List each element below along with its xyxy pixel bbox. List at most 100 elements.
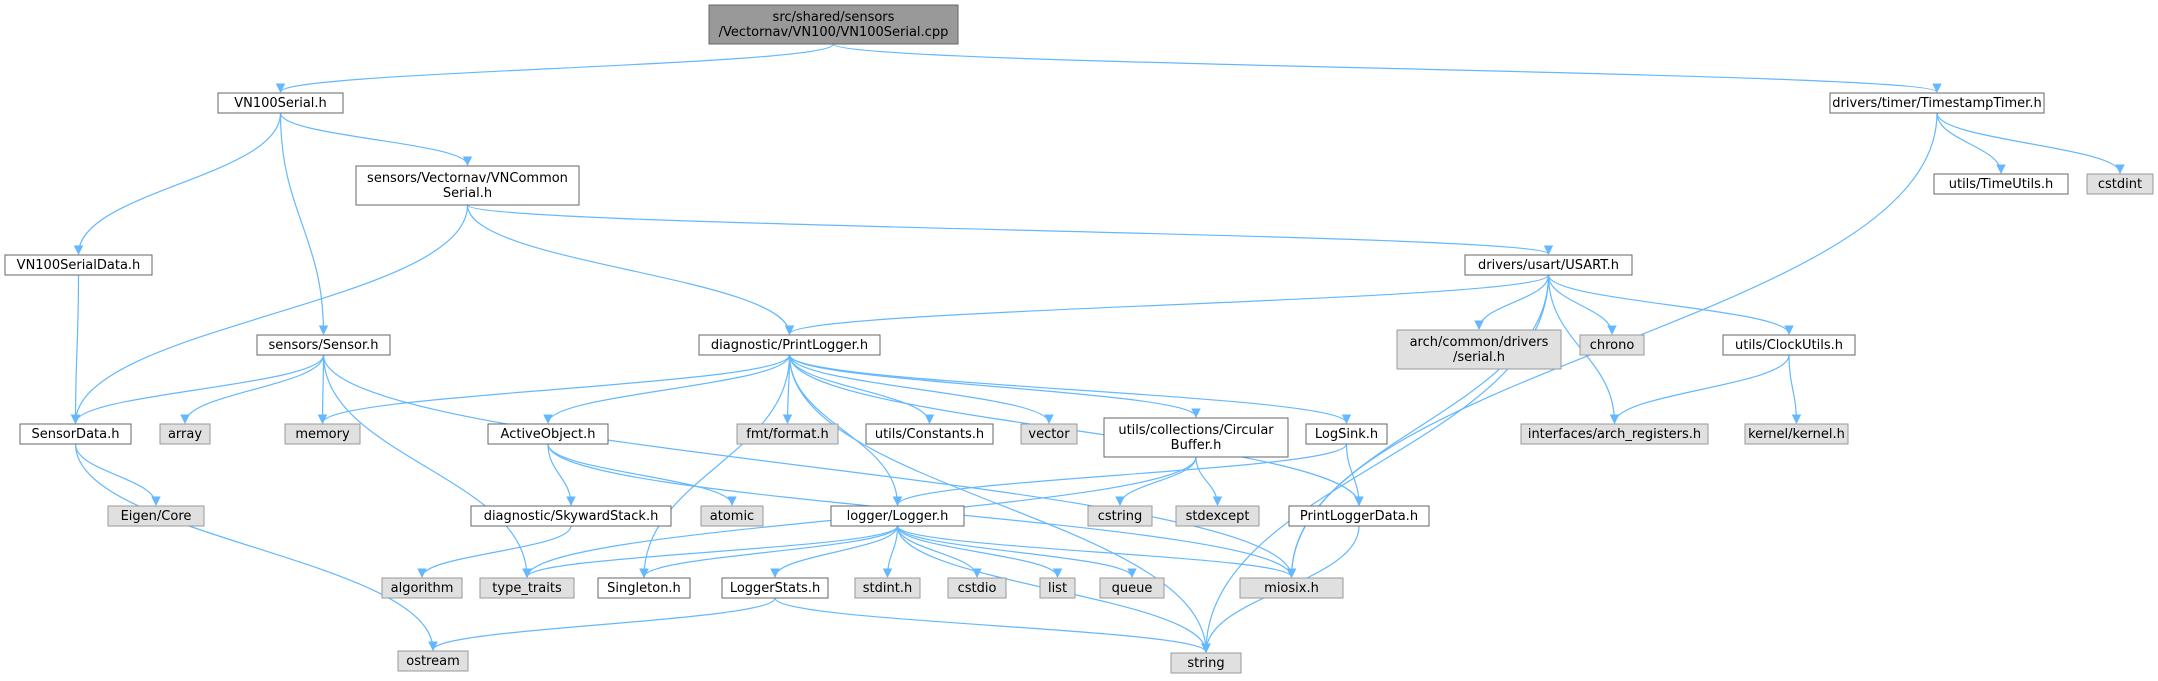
node-root[interactable]: src/shared/sensors/Vectornav/VN100/VN100… (708, 4, 959, 45)
node-box (736, 423, 839, 445)
edge-printlogger_h-to-vector (788, 354, 1054, 424)
node-box (107, 505, 205, 527)
node-ostream: ostream (397, 650, 469, 672)
node-box (1087, 505, 1153, 527)
edge-circularbuffer_h-to-stdexcept (1195, 456, 1223, 506)
node-box (1170, 652, 1242, 674)
node-sensordata-h[interactable]: SensorData.h (19, 423, 132, 445)
node-label: drivers/timer/TimestampTimer.h (1832, 96, 2041, 111)
node-stdexcept: stdexcept (1175, 505, 1260, 527)
node-sensor-h[interactable]: sensors/Sensor.h (256, 334, 391, 356)
node-label: logger/Logger.h (847, 509, 949, 524)
node-vn100serialdata-h[interactable]: VN100SerialData.h (4, 254, 153, 276)
edge-vn100serial_h-to-vn100serialdata_h (73, 112, 282, 255)
node-box (355, 165, 580, 206)
node-printlogger-h[interactable]: diagnostic/PrintLogger.h (698, 334, 881, 356)
node-constants-h[interactable]: utils/Constants.h (865, 423, 994, 445)
node-activeobject-h[interactable]: ActiveObject.h (487, 423, 609, 445)
node-usart-h[interactable]: drivers/usart/USART.h (1464, 254, 1633, 276)
node-loggerstats-h[interactable]: LoggerStats.h (721, 577, 829, 599)
node-array: array (159, 423, 211, 445)
node-box (217, 92, 344, 114)
node-label: utils/Constants.h (875, 427, 984, 442)
node-atomic: atomic (700, 505, 764, 527)
node-string: string (1170, 652, 1242, 674)
node-printloggerdata-h[interactable]: PrintLoggerData.h (1288, 505, 1430, 527)
edge-printlogger_h-to-string (788, 354, 1211, 653)
node-vn100serial-h[interactable]: VN100Serial.h (217, 92, 344, 114)
edge-vncommonserial_h-to-printlogger_h (466, 204, 795, 335)
node-label: sensors/Sensor.h (269, 338, 379, 353)
node-box (1396, 329, 1562, 370)
node-logger-h[interactable]: logger/Logger.h (830, 505, 965, 527)
node-label: /serial.h (1453, 350, 1505, 365)
node-box (1099, 577, 1165, 599)
node-label: vector (1028, 427, 1070, 442)
edge-clockutils_h-to-arch_registers_h (1609, 354, 1790, 424)
node-box (1175, 505, 1260, 527)
node-timeutils-h[interactable]: utils/TimeUtils.h (1933, 173, 2069, 195)
edge-sensor_h-to-miosix_h (322, 354, 1297, 578)
node-eigen-core: Eigen/Core (107, 505, 205, 527)
node-label: diagnostic/SkywardStack.h (484, 509, 659, 524)
node-queue: queue (1099, 577, 1165, 599)
node-label: stdexcept (1186, 509, 1250, 524)
node-fmt-format-h: fmt/format.h (736, 423, 839, 445)
node-stdint-h: stdint.h (854, 577, 921, 599)
edge-usart_h-to-printlogger_h (784, 274, 1550, 335)
node-box (865, 423, 994, 445)
edge-logger_h-to-loggerstats_h (770, 525, 899, 578)
node-clockutils-h[interactable]: utils/ClockUtils.h (1722, 334, 1856, 356)
node-box (397, 650, 469, 672)
node-miosix-h: miosix.h (1239, 577, 1344, 599)
edge-usart_h-to-chrono (1547, 274, 1617, 335)
node-singleton-h[interactable]: Singleton.h (597, 577, 691, 599)
node-label: arch/common/drivers (1410, 335, 1549, 350)
edge-loggerstats_h-to-string (774, 597, 1211, 653)
node-label: ActiveObject.h (501, 427, 596, 442)
node-label: atomic (710, 509, 754, 524)
node-cstdio: cstdio (947, 577, 1007, 599)
edge-usart_h-to-clockutils_h (1547, 274, 1794, 335)
node-label: list (1048, 581, 1067, 596)
node-box (1039, 577, 1076, 599)
node-skywardstack-h[interactable]: diagnostic/SkywardStack.h (470, 505, 672, 527)
node-label: type_traits (492, 581, 562, 596)
node-label: Eigen/Core (121, 509, 192, 524)
node-box (1722, 334, 1856, 356)
edge-printlogger_h-to-singleton_h (639, 354, 791, 578)
node-label: cstdio (958, 581, 997, 596)
node-box (1239, 577, 1344, 599)
node-box (479, 577, 575, 599)
edge-sensordata_h-to-ostream (74, 443, 438, 651)
node-box (1464, 254, 1633, 276)
node-box (2086, 173, 2154, 195)
edge-vn100serial_h-to-sensor_h (279, 112, 329, 335)
node-box (381, 577, 463, 599)
node-logsink-h[interactable]: LogSink.h (1305, 423, 1388, 445)
node-box (1579, 334, 1645, 356)
node-label: algorithm (391, 581, 454, 596)
node-label: utils/collections/Circular (1118, 423, 1274, 438)
edge-logger_h-to-queue (896, 525, 1137, 578)
node-timestamptimer-h[interactable]: drivers/timer/TimestampTimer.h (1829, 92, 2045, 114)
node-label: LoggerStats.h (730, 581, 820, 596)
node-box (1288, 505, 1430, 527)
node-label: cstdint (2098, 177, 2142, 192)
node-label: utils/TimeUtils.h (1949, 177, 2054, 192)
node-box (721, 577, 829, 599)
node-box (284, 423, 361, 445)
node-label: Singleton.h (607, 581, 681, 596)
edge-logger_h-to-stdint_h (882, 525, 899, 578)
edge-sensor_h-to-sensordata_h (70, 354, 325, 424)
node-box (698, 334, 881, 356)
edge-vn100serial_h-to-vncommonserial_h (279, 112, 473, 166)
edge-logger_h-to-list (896, 525, 1063, 578)
node-box (1933, 173, 2069, 195)
node-box (1744, 423, 1849, 445)
node-label: diagnostic/PrintLogger.h (711, 338, 868, 353)
edge-loggerstats_h-to-ostream (428, 597, 776, 651)
